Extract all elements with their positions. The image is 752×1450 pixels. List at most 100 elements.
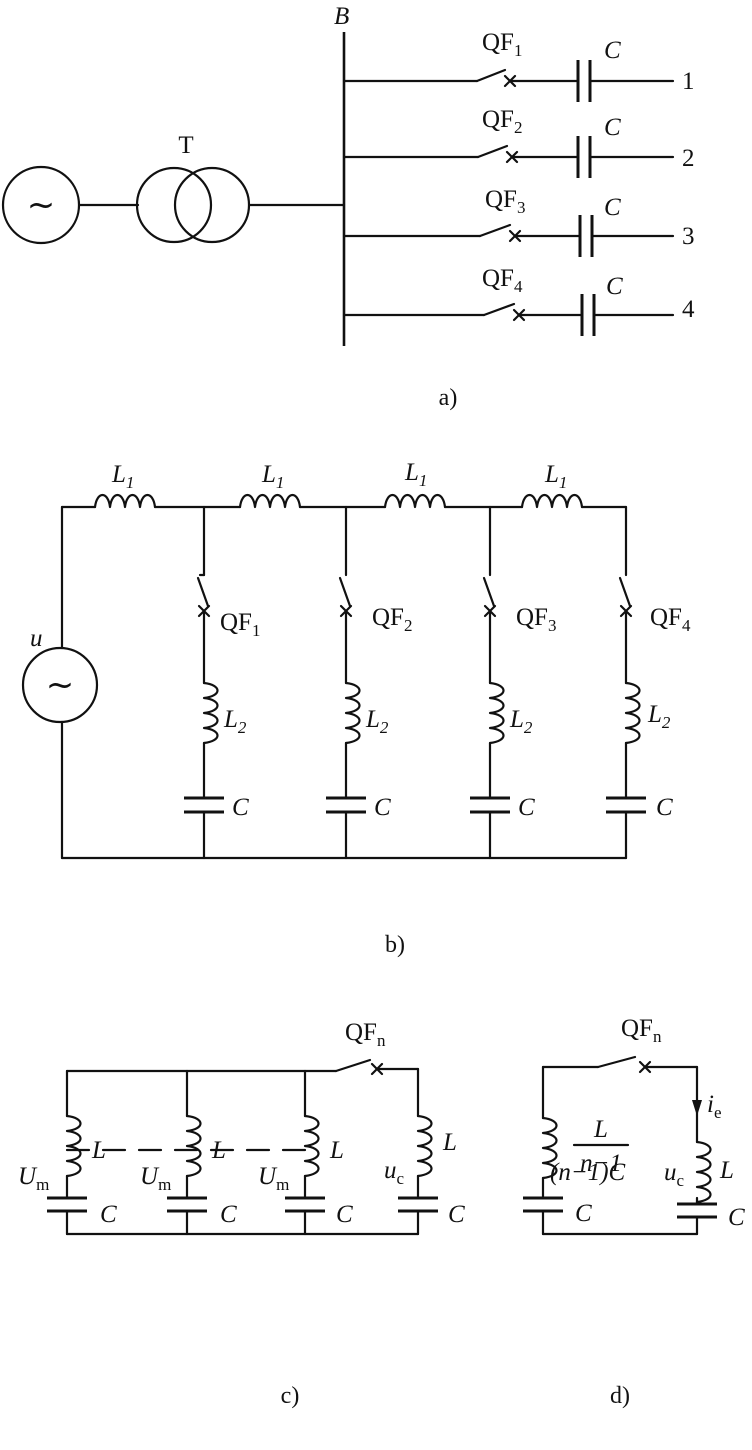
L1-label-4: L [544, 461, 559, 488]
qf3-sub: 3 [517, 198, 526, 217]
caption-b: b) [385, 932, 405, 958]
Um-c2: U [140, 1163, 160, 1190]
branch-c4: L uc C [384, 1067, 465, 1236]
qf-b3-label: QF [516, 604, 548, 631]
source-symbol: ~ [21, 646, 99, 724]
svg-text:L1: L1 [544, 461, 567, 492]
cap-label-a3: C [604, 194, 621, 221]
L2-label-4: L [647, 701, 662, 728]
L-d: L [719, 1157, 734, 1184]
svg-text:QF2: QF2 [372, 604, 412, 635]
panel-c: QFn L Um C L Um C [18, 1019, 465, 1409]
panel-d: QFn L n−1 (n−1)C C ie L uc C d) [523, 1015, 745, 1409]
eq-cap-label: (n−1)C [550, 1159, 626, 1186]
svg-text:L1: L1 [261, 461, 284, 492]
cap-c2: C [220, 1201, 237, 1228]
feeder-1: QF1 C 1 [342, 29, 695, 102]
Um-c3: U [258, 1163, 278, 1190]
L2-label-1: L [223, 706, 238, 733]
svg-text:L2: L2 [365, 706, 389, 737]
L2-label-2: L [365, 706, 380, 733]
svg-text:~: ~ [27, 185, 56, 225]
caption-d: d) [610, 1383, 630, 1409]
transformer-label: T [178, 132, 193, 159]
caption-a: a) [439, 385, 458, 411]
svg-text:Um: Um [258, 1163, 289, 1194]
svg-text:uc: uc [384, 1157, 405, 1188]
panel-b: L1 L1 L1 L1 ~ u QF1 L2 C [21, 459, 691, 958]
branch-4: QF4 L2 C [606, 505, 691, 860]
feeder-4: QF4 C 4 [342, 265, 695, 336]
qfn-c-label: QF [345, 1019, 377, 1046]
cap-label-a2: C [604, 114, 621, 141]
L1-label-1: L [111, 461, 126, 488]
cap-b2: C [374, 794, 391, 821]
qf4-sub: 4 [514, 277, 523, 296]
qf1-label: QF [482, 29, 514, 56]
branch-c1: L Um C [18, 1069, 117, 1236]
output-4: 4 [682, 296, 695, 323]
qf2-label: QF [482, 106, 514, 133]
svg-text:L2: L2 [647, 701, 671, 732]
panel-a: ~ T B QF1 C 1 [1, 3, 695, 411]
uc-d: u [664, 1159, 677, 1186]
cap-c1: C [100, 1201, 117, 1228]
qf-b2-label: QF [372, 604, 404, 631]
svg-text:QF3: QF3 [485, 186, 525, 217]
svg-text:~: ~ [46, 665, 75, 705]
feeder-2: QF2 C 2 [342, 106, 695, 178]
svg-text:L2: L2 [509, 706, 533, 737]
svg-text:QF3: QF3 [516, 604, 556, 635]
cap-d2: C [728, 1204, 745, 1231]
cap-label-a4: C [606, 273, 623, 300]
feeder-3: QF3 C 3 [342, 186, 695, 257]
qfn-d-label: QF [621, 1015, 653, 1042]
branch-3: QF3 L2 C [470, 505, 556, 860]
L1-label-3: L [404, 459, 419, 486]
svg-text:QF1: QF1 [482, 29, 522, 60]
cap-c4: C [448, 1201, 465, 1228]
branch-c3: L Um C [258, 1069, 353, 1236]
qf-b4-label: QF [650, 604, 682, 631]
output-2: 2 [682, 145, 695, 172]
source-label: u [30, 625, 43, 652]
frac-den: n−1 [580, 1150, 622, 1177]
transformer-symbol [135, 166, 251, 244]
svg-text:L2: L2 [223, 706, 247, 737]
cap-b4: C [656, 794, 673, 821]
qf2-sub: 2 [514, 118, 523, 137]
ie-label: i [707, 1091, 714, 1118]
L2-label-3: L [509, 706, 524, 733]
svg-text:L1: L1 [111, 461, 134, 492]
svg-text:QF4: QF4 [650, 604, 691, 635]
cap-c3: C [336, 1201, 353, 1228]
svg-text:uc: uc [664, 1159, 685, 1190]
qf4-label: QF [482, 265, 514, 292]
L-c1: L [91, 1137, 106, 1164]
cap-b3: C [518, 794, 535, 821]
L1-label-2: L [261, 461, 276, 488]
svg-text:Um: Um [140, 1163, 171, 1194]
qf3-label: QF [485, 186, 517, 213]
svg-text:QFn: QFn [345, 1019, 386, 1050]
L-c2: L [211, 1137, 226, 1164]
svg-text:ie: ie [707, 1091, 722, 1122]
svg-text:QF1: QF1 [220, 609, 260, 640]
svg-text:L1: L1 [404, 459, 427, 490]
svg-text:Um: Um [18, 1163, 49, 1194]
bus-label: B [334, 3, 349, 30]
generator-symbol: ~ [1, 165, 81, 245]
branch-c2: L Um C [140, 1069, 237, 1236]
output-1: 1 [682, 68, 695, 95]
qf-b1-label: QF [220, 609, 252, 636]
output-3: 3 [682, 223, 695, 250]
L-c4: L [442, 1129, 457, 1156]
uc-c: u [384, 1157, 397, 1184]
Um-c1: U [18, 1163, 38, 1190]
svg-text:QF4: QF4 [482, 265, 523, 296]
qf1-sub: 1 [514, 41, 523, 60]
caption-c: c) [281, 1383, 300, 1409]
svg-text:QFn: QFn [621, 1015, 662, 1046]
branch-1: QF1 L2 C [184, 505, 260, 860]
